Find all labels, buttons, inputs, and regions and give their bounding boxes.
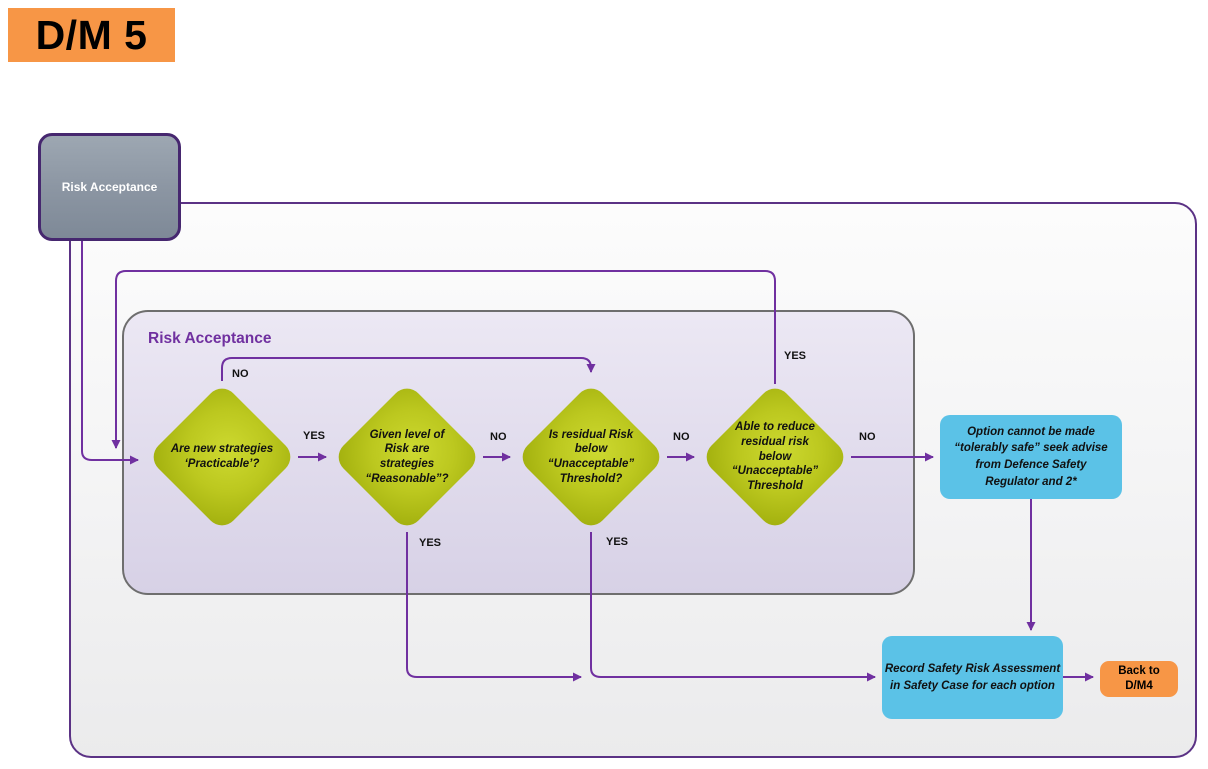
decision-label: Are new strategies ‘Practicable’? <box>170 443 274 470</box>
node-label: Record Safety Risk Assessment in Safety … <box>884 662 1061 692</box>
node-defence-safety-regulator: Option cannot be made “tolerably safe” s… <box>940 415 1122 499</box>
edge-d1-no-loop <box>221 357 596 381</box>
edge-label-d2-no: NO <box>490 431 507 443</box>
decision-residual-risk-below-threshold: Is residual Risk below “Unacceptable” Th… <box>516 382 666 532</box>
decision-label: Is residual Risk below “Unacceptable” Th… <box>547 428 635 485</box>
edge-d2-yes-down <box>406 532 582 682</box>
decision-label: Able to reduce residual risk below “Unac… <box>731 421 819 493</box>
node-label: Back to D/M4 <box>1118 665 1160 692</box>
edge-label-d4-no: NO <box>859 431 876 443</box>
node-record-safety-risk-assessment: Record Safety Risk Assessment in Safety … <box>882 636 1063 719</box>
edge-label-d4-yes: YES <box>784 350 807 362</box>
start-node-label: Risk Acceptance <box>61 180 158 194</box>
decision-strategies-reasonable: Given level of Risk are strategies “Reas… <box>332 382 482 532</box>
edge-label-d3-yes: YES <box>606 536 629 548</box>
edge-label-d1-yes: YES <box>303 430 326 442</box>
node-label: Option cannot be made “tolerably safe” s… <box>954 425 1108 488</box>
edge-label-d1-no: NO <box>232 368 249 380</box>
edge-label-d3-no: NO <box>673 431 690 443</box>
node-back-to-dm4: Back to D/M4 <box>1100 661 1178 697</box>
decision-new-strategies-practicable: Are new strategies ‘Practicable’? <box>147 382 297 532</box>
decision-able-to-reduce-risk: Able to reduce residual risk below “Unac… <box>700 382 850 532</box>
start-node-risk-acceptance: Risk Acceptance <box>38 133 181 241</box>
edge-d4-yes-loop <box>111 270 776 449</box>
group-title: Risk Acceptance <box>148 330 272 347</box>
edge-start-to-d1 <box>81 241 139 465</box>
decision-label: Given level of Risk are strategies “Reas… <box>365 428 449 485</box>
edge-label-d2-yes: YES <box>419 537 442 549</box>
edge-d3-yes-down <box>590 532 876 682</box>
page-title: D/M 5 <box>8 8 175 62</box>
